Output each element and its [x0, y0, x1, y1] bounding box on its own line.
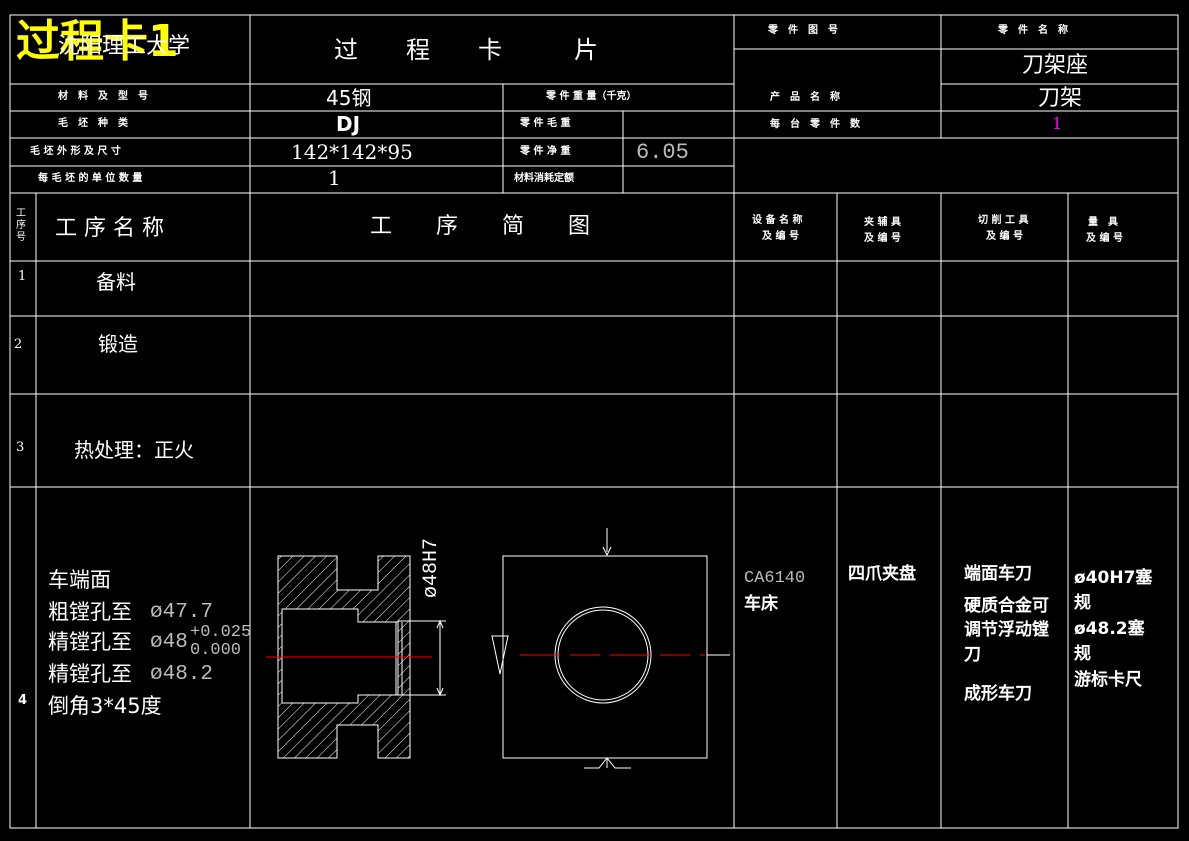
- tool-label: 切 削 工 具: [978, 215, 1029, 226]
- equipment-label: 设 备 名 称: [752, 215, 803, 226]
- table-grid: [9, 14, 1179, 829]
- blank-type-value: DJ: [336, 112, 361, 136]
- op-4-step-4: 精镗孔至: [48, 662, 132, 686]
- op-4-step-3: 精镗孔至: [48, 630, 132, 654]
- op-4-dim-1: ø47.7: [150, 601, 214, 624]
- overlay-title: 过程卡1: [16, 16, 179, 67]
- op-4-gauge-3: ø48.2塞: [1074, 619, 1145, 639]
- op-4-gauge-5: 游标卡尺: [1074, 670, 1142, 690]
- sketch-label: 工 序 简 图: [370, 214, 591, 239]
- school-name: 沈阳理工大学: [58, 34, 191, 59]
- part-drawing-no-label: 零 件 图 号: [768, 25, 838, 36]
- process-sketch: ø48H7: [266, 528, 730, 769]
- blank-size-label: 毛 坯 外 形 及 尺 寸: [30, 146, 121, 157]
- part-name-value: 刀架座: [1022, 53, 1089, 78]
- op-4-no: 4: [18, 693, 28, 708]
- material-value: 45钢: [326, 86, 372, 110]
- op-4-tool-3: 调节浮动镗: [964, 620, 1049, 640]
- gauge-label: 量 具: [1088, 217, 1118, 228]
- part-weight-label: 零 件 重 量（千克）: [546, 91, 637, 102]
- op-4-equipment-model: CA6140: [744, 569, 806, 588]
- tool-label-2: 及 编 号: [986, 231, 1023, 242]
- op-3-no: 3: [16, 440, 25, 455]
- bore-dimension: ø48H7: [420, 538, 443, 598]
- op-4-step-5: 倒角3*45度: [48, 694, 162, 718]
- op-4-tool-5: 成形车刀: [964, 684, 1032, 704]
- seq-label: 工序号: [16, 208, 26, 243]
- op-4-gauge-2: 规: [1074, 593, 1091, 613]
- material-label: 材 料 及 型 号: [58, 91, 148, 102]
- op-4-step-2: 粗镗孔至: [48, 600, 132, 624]
- fixture-label: 夹 辅 具: [864, 217, 901, 228]
- op-2-no: 2: [14, 337, 23, 352]
- fixture-label-2: 及 编 号: [864, 233, 901, 244]
- equipment-label-2: 及 编 号: [762, 231, 799, 242]
- op-2-name: 锻造: [98, 332, 138, 356]
- op-4-fixture: 四爪夹盘: [848, 564, 916, 584]
- op-4-dim-2: ø48: [150, 631, 188, 654]
- gross-weight-label: 零 件 毛 重: [520, 118, 571, 129]
- op-1-name: 备料: [96, 270, 136, 294]
- product-name-label: 产 品 名 称: [770, 92, 840, 103]
- op-4-gauge-4: 规: [1074, 644, 1091, 664]
- per-unit-qty-value: 1: [1052, 114, 1063, 133]
- op-4-tool-1: 端面车刀: [964, 564, 1032, 584]
- op-1-no: 1: [18, 269, 27, 284]
- card-title: 过 程 卡 片: [334, 36, 598, 64]
- op-4-tool-4: 刀: [964, 645, 981, 665]
- parts-per-blank-value: 1: [328, 166, 341, 190]
- part-section-view: ø48H7: [266, 538, 509, 759]
- blank-type-label: 毛 坯 种 类: [58, 118, 128, 129]
- op-4-gauge-1: ø40H7塞: [1074, 568, 1153, 588]
- op-4-tol-upper: +0.025: [190, 623, 252, 642]
- net-weight-value: 6.05: [636, 140, 689, 165]
- op-4-dim-3: ø48.2: [150, 663, 214, 686]
- op-4-step-1: 车端面: [48, 568, 111, 592]
- op-4-equipment-name: 车床: [744, 594, 778, 614]
- op-4-tol-lower: 0.000: [190, 641, 242, 660]
- part-name-label: 零 件 名 称: [998, 25, 1068, 36]
- product-name-value: 刀架: [1038, 86, 1083, 111]
- part-end-view: [502, 528, 730, 769]
- op-name-label: 工 序 名 称: [55, 216, 164, 241]
- gauge-label-2: 及 编 号: [1086, 233, 1123, 244]
- net-weight-label: 零 件 净 重: [520, 146, 571, 157]
- blank-size-value: 142*142*95: [291, 140, 413, 164]
- op-4-tool-2: 硬质合金可: [964, 596, 1049, 616]
- per-unit-qty-label: 每 台 零 件 数: [770, 119, 860, 130]
- parts-per-blank-label: 每 毛 坯 的 单 位 数 量: [38, 173, 143, 184]
- op-3-name: 热处理：正火: [74, 438, 194, 462]
- consumption-label: 材料消耗定额: [514, 173, 574, 184]
